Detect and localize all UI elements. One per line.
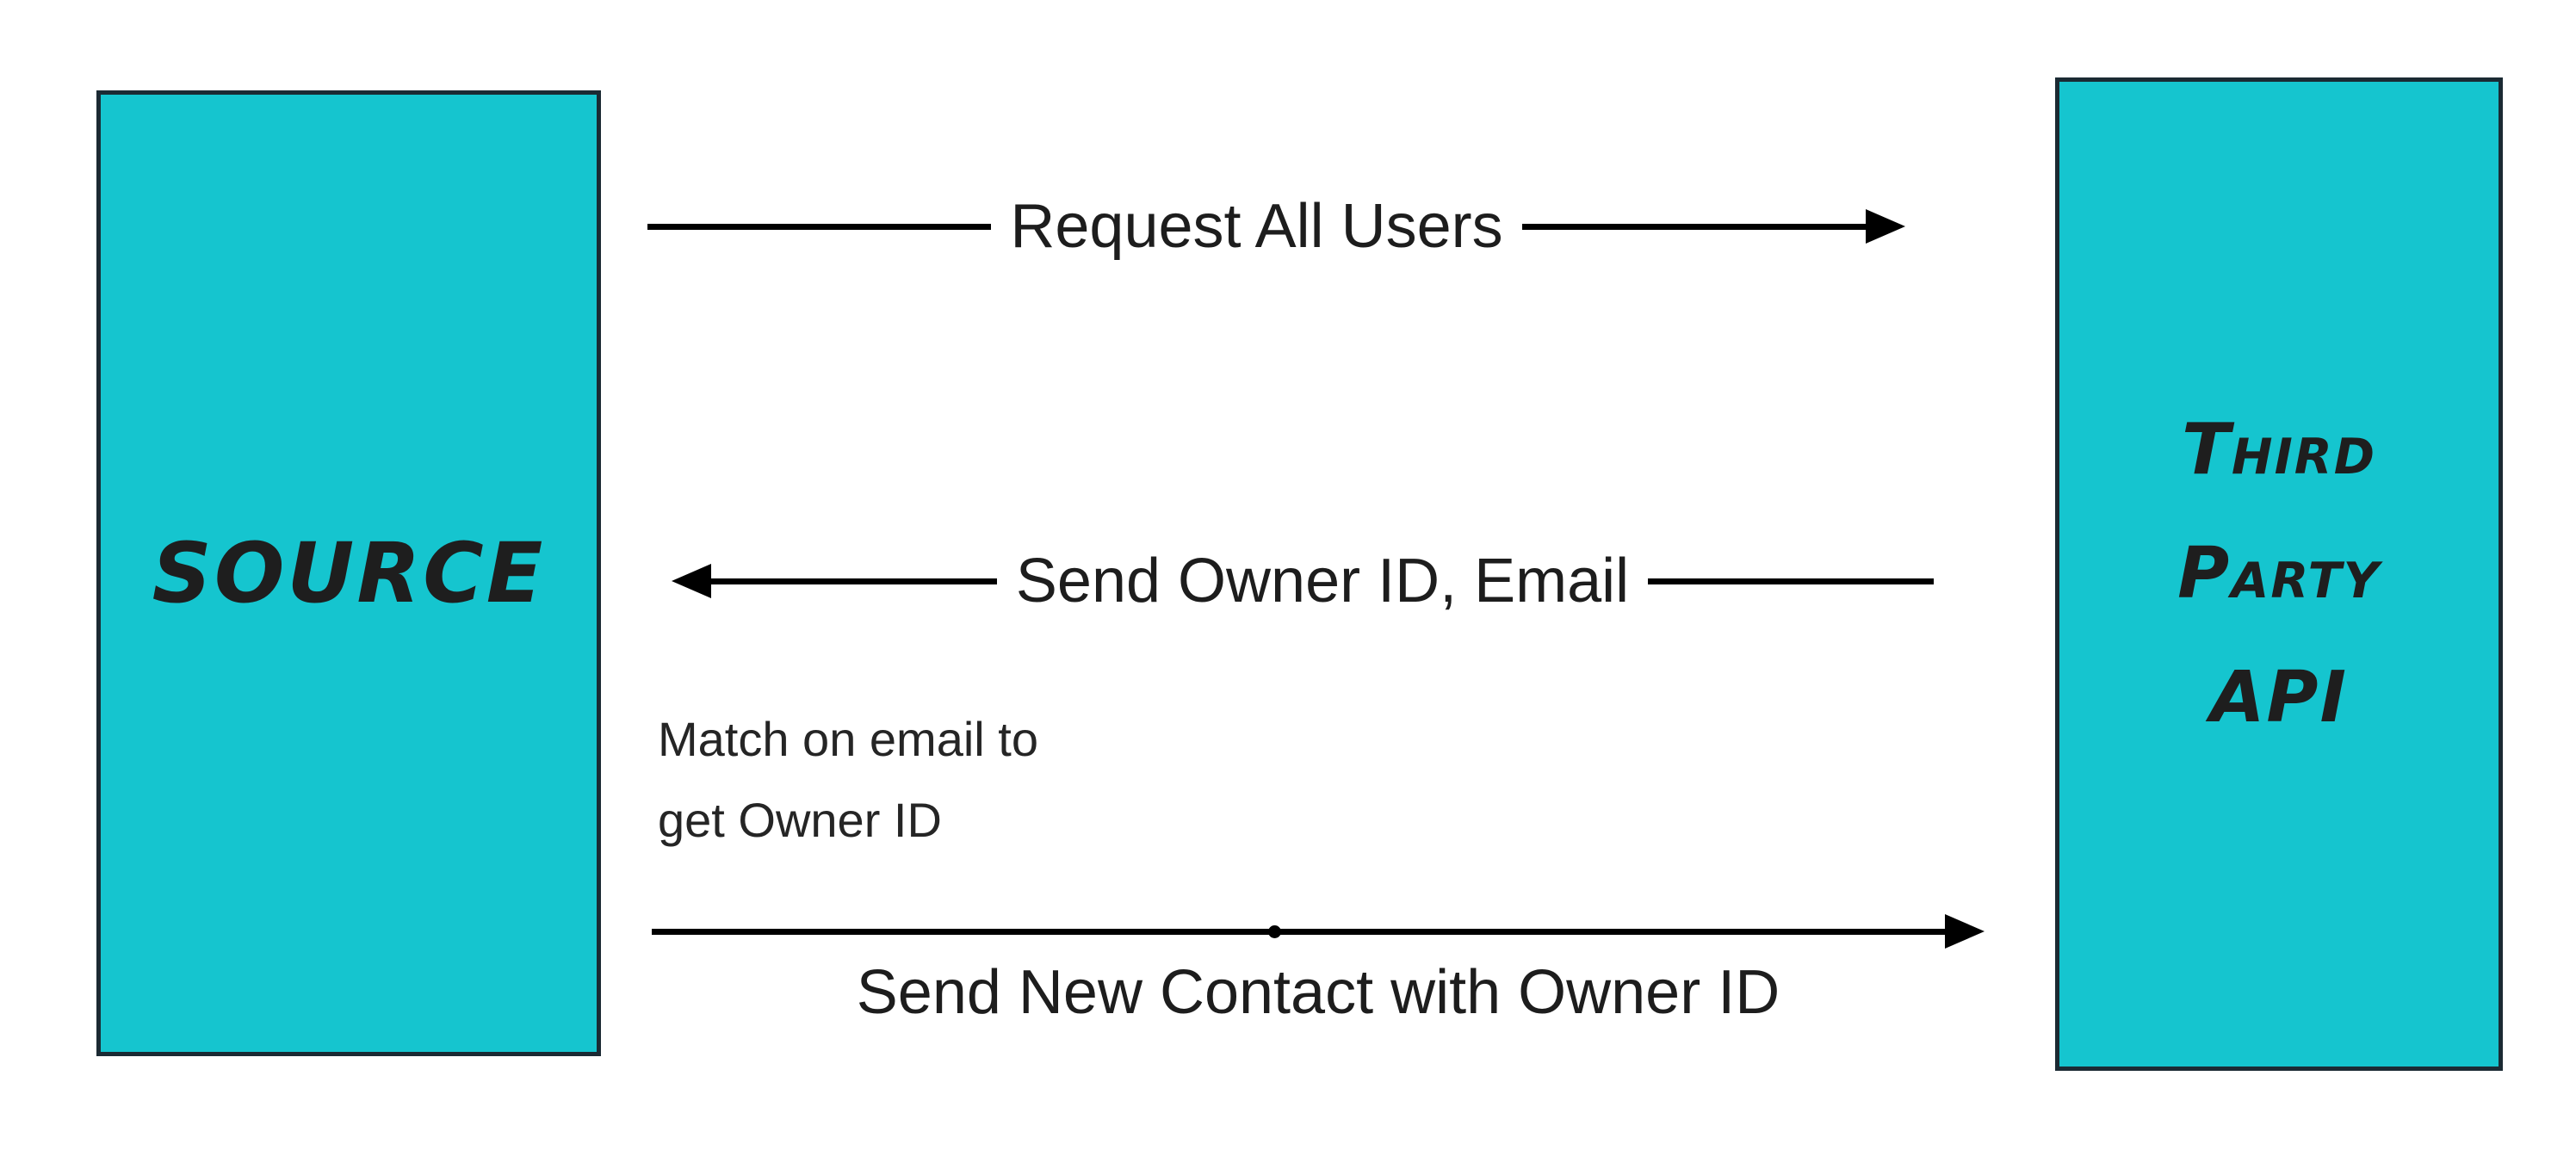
actor-box-third-party-api: Third Party API xyxy=(2055,77,2503,1071)
message-request-all-users: Request All Users xyxy=(647,192,1905,261)
third-party-api-label: Third Party API xyxy=(2177,388,2381,760)
message-send-owner-id-email: Send Owner ID, Email xyxy=(672,547,1935,615)
arrow-line xyxy=(1648,578,1935,584)
source-label: SOURCE xyxy=(152,525,546,621)
arrow-line xyxy=(1521,223,1866,230)
message-label-request-all-users: Request All Users xyxy=(1010,192,1503,261)
line-node-dot xyxy=(1268,924,1281,938)
message-label-send-new-contact: Send New Contact with Owner ID xyxy=(856,958,1780,1027)
message-send-new-contact xyxy=(652,897,1985,966)
note-line1: Match on email to xyxy=(658,712,1038,766)
message-label-send-owner-id-email: Send Owner ID, Email xyxy=(1015,547,1630,615)
third-party-api-label-line3: API xyxy=(2209,657,2349,739)
arrow-line xyxy=(711,578,997,584)
arrowhead-right-icon xyxy=(1945,914,1985,949)
note-match-on-email: Match on email to get Owner ID xyxy=(658,699,1038,861)
arrowhead-right-icon xyxy=(1866,209,1905,244)
third-party-api-label-line2: Party xyxy=(2177,533,2381,615)
note-line2: get Owner ID xyxy=(658,793,942,847)
third-party-api-label-line1: Third xyxy=(2181,409,2377,491)
arrow-line xyxy=(652,928,1945,935)
arrow-line xyxy=(647,223,992,230)
arrowhead-left-icon xyxy=(672,564,711,598)
actor-box-source: SOURCE xyxy=(96,90,601,1056)
